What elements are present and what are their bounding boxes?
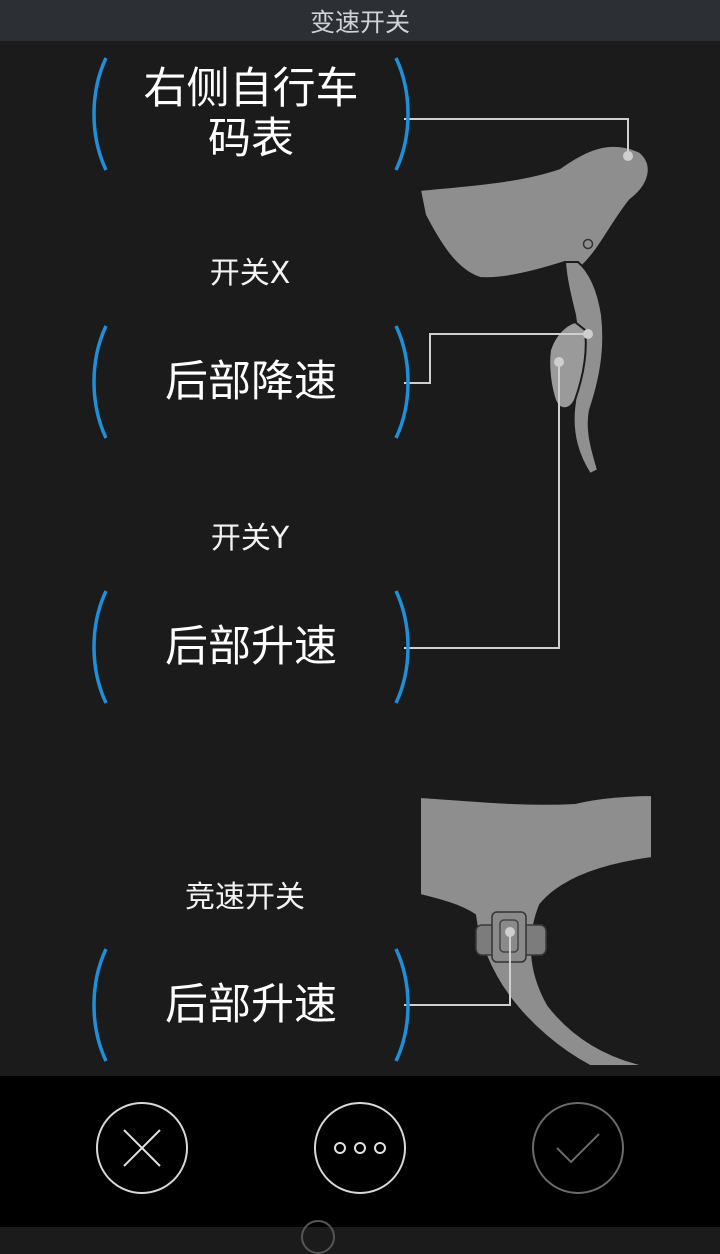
slot-value: 后部升速 (165, 980, 337, 1030)
connector-lines (404, 118, 629, 1006)
bottom-action-bar (0, 1076, 720, 1227)
bracket-frame (92, 948, 410, 1062)
switch-x-label: 开关X (209, 256, 291, 291)
slot-value: 后部降速 (165, 357, 337, 407)
slot-value: 后部升速 (165, 622, 337, 672)
title-bar: 变速开关 (0, 0, 720, 41)
close-icon (123, 1129, 161, 1167)
slot-switch-y[interactable]: 后部升速 (92, 585, 410, 709)
confirm-button[interactable] (532, 1102, 624, 1194)
more-dots-icon (334, 1142, 386, 1154)
slot-sprint-switch[interactable]: 后部升速 (92, 943, 410, 1067)
bracket-frame (92, 325, 410, 439)
cancel-button[interactable] (96, 1102, 188, 1194)
home-indicator (301, 1220, 335, 1254)
page-title: 变速开关 (309, 7, 410, 37)
switch-y-label: 开关Y (210, 521, 290, 556)
bracket-frame (92, 57, 410, 171)
sprint-switch-label: 竞速开关 (185, 880, 305, 915)
check-icon (556, 1133, 600, 1164)
slot-right-bike-computer[interactable]: 右侧自行车 码表 (92, 52, 410, 176)
bracket-frame (92, 590, 410, 704)
shift-lever-drawing (418, 144, 650, 476)
handlebar-drawing (419, 793, 653, 1067)
more-button[interactable] (314, 1102, 406, 1194)
slot-value: 右侧自行车 码表 (143, 64, 359, 164)
slot-switch-x[interactable]: 后部降速 (92, 320, 410, 444)
